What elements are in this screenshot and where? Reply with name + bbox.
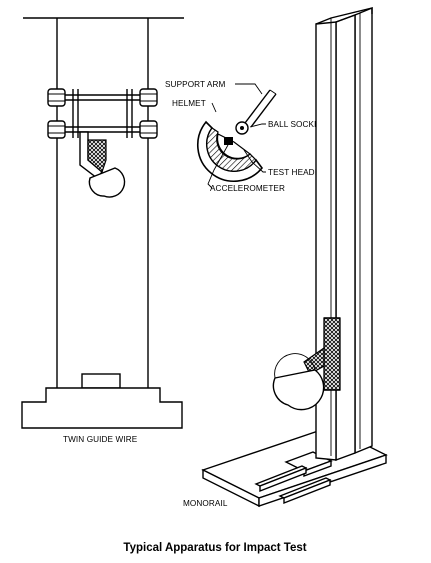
bushing [139, 120, 158, 139]
label-test-headform: TEST HEADFORM [268, 168, 339, 177]
label-helmet: HELMET [172, 99, 206, 108]
label-accelerometer: ACCELEROMETER [210, 184, 285, 193]
anvil [81, 373, 121, 389]
label-support-arm: SUPPORT ARM [165, 80, 225, 89]
sliding-collar [323, 317, 341, 391]
twin-guide-wire-apparatus: TWIN GUIDE WIRE [21, 17, 184, 444]
leader-test-headform [243, 149, 266, 173]
leader-support-arm [235, 83, 263, 95]
monorail-column [315, 6, 373, 462]
anvil-rails [254, 451, 333, 505]
leader-ball-socket [249, 123, 266, 128]
headform-right [272, 369, 325, 411]
headform-left [88, 167, 126, 198]
label-twin-guide-wire: TWIN GUIDE WIRE [63, 435, 138, 444]
leader-helmet [211, 102, 217, 113]
monorail-apparatus: MONORAIL [183, 6, 388, 508]
support-arm [244, 89, 271, 124]
hatched-bracket [87, 139, 107, 174]
helmet-detail: SUPPORT ARM HELMET BALL SOCKET TEST HEAD… [165, 80, 339, 193]
bushing [47, 120, 66, 139]
leader-accelerometer [207, 144, 229, 189]
figure-caption: Typical Apparatus for Impact Test [123, 542, 306, 554]
bushing [47, 88, 66, 107]
drop-carriage [47, 88, 158, 139]
accelerometer-block [224, 137, 233, 145]
label-monorail: MONORAIL [183, 499, 228, 508]
bushing [139, 88, 158, 107]
label-ball-socket: BALL SOCKET [268, 120, 325, 129]
base-block [21, 387, 183, 429]
